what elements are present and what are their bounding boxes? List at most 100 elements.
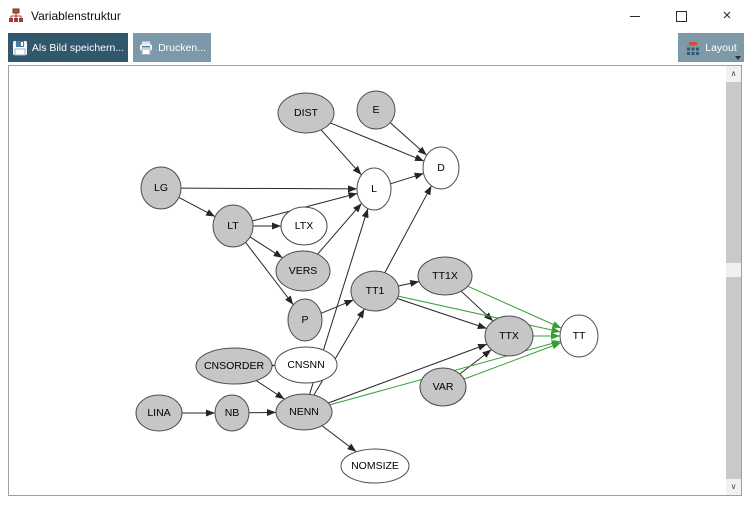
node-label-TT1X: TT1X xyxy=(432,270,458,282)
node-label-LG: LG xyxy=(154,182,168,194)
node-ellipse-E[interactable] xyxy=(356,90,396,130)
node-DIST[interactable]: DIST xyxy=(277,92,335,134)
edge-NENN-TTX xyxy=(328,343,488,404)
edge-CNSORDER-NENN xyxy=(255,380,285,400)
node-P[interactable]: P xyxy=(287,298,323,342)
node-LINA[interactable]: LINA xyxy=(135,394,183,432)
edge-LT-P xyxy=(245,242,294,306)
edge-TT1-TTX xyxy=(397,298,487,329)
edge-VAR-TT xyxy=(463,342,562,380)
vertical-scrollbar[interactable]: ∧ ∨ xyxy=(726,66,741,495)
scrollbar-thumb[interactable] xyxy=(726,263,741,277)
node-label-DIST: DIST xyxy=(294,107,319,119)
node-ellipse-LG[interactable] xyxy=(140,166,182,210)
edge-VERS-L xyxy=(317,203,362,255)
node-ellipse-VAR[interactable] xyxy=(419,367,467,407)
node-LTX[interactable]: LTX xyxy=(280,206,328,246)
node-ellipse-TT1X[interactable] xyxy=(417,256,473,296)
node-label-CNSORDER: CNSORDER xyxy=(204,360,265,372)
save-as-image-label: Als Bild speichern... xyxy=(31,41,125,54)
edge-LT-VERS xyxy=(249,236,283,259)
layout-dropdown-arrow-icon xyxy=(735,56,741,60)
edge-TT1-TT xyxy=(398,295,561,334)
node-VAR[interactable]: VAR xyxy=(419,367,467,407)
title-bar: Variablenstruktur × xyxy=(0,0,750,32)
floppy-disk-icon xyxy=(12,40,28,56)
node-label-VAR: VAR xyxy=(433,381,454,393)
node-label-NB: NB xyxy=(225,407,240,419)
node-label-TTX: TTX xyxy=(499,330,519,342)
node-label-NENN: NENN xyxy=(289,406,319,418)
node-ellipse-L[interactable] xyxy=(356,167,392,211)
node-NB[interactable]: NB xyxy=(214,394,250,432)
scroll-down-button[interactable]: ∨ xyxy=(726,479,741,495)
node-label-E: E xyxy=(372,104,379,116)
node-NOMSIZE[interactable]: NOMSIZE xyxy=(340,448,410,484)
minimize-icon xyxy=(630,15,640,17)
node-label-LINA: LINA xyxy=(147,407,170,419)
node-TT1X[interactable]: TT1X xyxy=(417,256,473,296)
node-LT[interactable]: LT xyxy=(212,204,254,248)
edge-DIST-L xyxy=(320,129,362,176)
node-label-CNSNN: CNSNN xyxy=(287,359,324,371)
org-chart-icon xyxy=(685,40,701,56)
node-ellipse-CNSNN[interactable] xyxy=(274,346,338,384)
edge-L-D xyxy=(390,172,424,185)
close-icon: × xyxy=(722,6,732,24)
node-ellipse-LTX[interactable] xyxy=(280,206,328,246)
node-LG[interactable]: LG xyxy=(140,166,182,210)
node-TTX[interactable]: TTX xyxy=(484,315,534,357)
node-ellipse-NB[interactable] xyxy=(214,394,250,432)
node-ellipse-NENN[interactable] xyxy=(275,393,333,431)
edge-DIST-D xyxy=(330,122,425,162)
app-org-chart-icon xyxy=(8,8,24,24)
node-label-P: P xyxy=(301,314,308,326)
print-label: Drucken... xyxy=(158,41,206,54)
node-TT1[interactable]: TT1 xyxy=(350,270,400,312)
edge-E-D xyxy=(389,122,428,156)
scroll-up-button[interactable]: ∧ xyxy=(726,66,741,82)
node-ellipse-LT[interactable] xyxy=(212,204,254,248)
node-label-TT: TT xyxy=(573,330,586,342)
print-button[interactable]: Drucken... xyxy=(133,33,211,62)
node-ellipse-DIST[interactable] xyxy=(277,92,335,134)
node-CNSNN[interactable]: CNSNN xyxy=(274,346,338,384)
node-label-D: D xyxy=(437,162,445,174)
edge-NENN-NOMSIZE xyxy=(321,425,357,453)
graph-svg: DIST E D L LG LT LTX VERS P TT1 TT1X TTX TT VAR CNSORD… xyxy=(135,90,599,484)
node-label-NOMSIZE: NOMSIZE xyxy=(351,460,399,472)
node-ellipse-D[interactable] xyxy=(422,146,460,190)
node-ellipse-VERS[interactable] xyxy=(275,250,331,292)
node-ellipse-NOMSIZE[interactable] xyxy=(340,448,410,484)
node-ellipse-P[interactable] xyxy=(287,298,323,342)
close-button[interactable]: × xyxy=(704,0,750,32)
edge-TT1-TT1X xyxy=(398,279,420,287)
node-VERS[interactable]: VERS xyxy=(275,250,331,292)
layout-label: Layout xyxy=(705,41,737,54)
chevron-up-icon: ∧ xyxy=(730,69,737,78)
graph-canvas: DIST E D L LG LT LTX VERS P TT1 TT1X TTX TT VAR CNSORD… xyxy=(8,65,742,496)
printer-icon xyxy=(138,40,154,56)
node-TT[interactable]: TT xyxy=(559,314,599,358)
node-label-VERS: VERS xyxy=(289,265,318,277)
node-label-L: L xyxy=(371,183,377,195)
node-E[interactable]: E xyxy=(356,90,396,130)
node-ellipse-LINA[interactable] xyxy=(135,394,183,432)
node-ellipse-TT[interactable] xyxy=(559,314,599,358)
minimize-button[interactable] xyxy=(612,0,658,32)
edge-LG-L xyxy=(180,185,358,193)
node-CNSORDER[interactable]: CNSORDER xyxy=(195,347,273,385)
node-label-LT: LT xyxy=(227,220,239,232)
chevron-down-icon: ∨ xyxy=(730,482,737,491)
layout-button[interactable]: Layout xyxy=(678,33,744,62)
node-ellipse-TT1[interactable] xyxy=(350,270,400,312)
node-ellipse-CNSORDER[interactable] xyxy=(195,347,273,385)
node-L[interactable]: L xyxy=(356,167,392,211)
node-ellipse-TTX[interactable] xyxy=(484,315,534,357)
node-D[interactable]: D xyxy=(422,146,460,190)
edge-VAR-TTX xyxy=(459,349,492,375)
maximize-button[interactable] xyxy=(658,0,704,32)
node-NENN[interactable]: NENN xyxy=(275,393,333,431)
scrollbar-track[interactable] xyxy=(726,82,741,479)
save-as-image-button[interactable]: Als Bild speichern... xyxy=(8,33,128,62)
